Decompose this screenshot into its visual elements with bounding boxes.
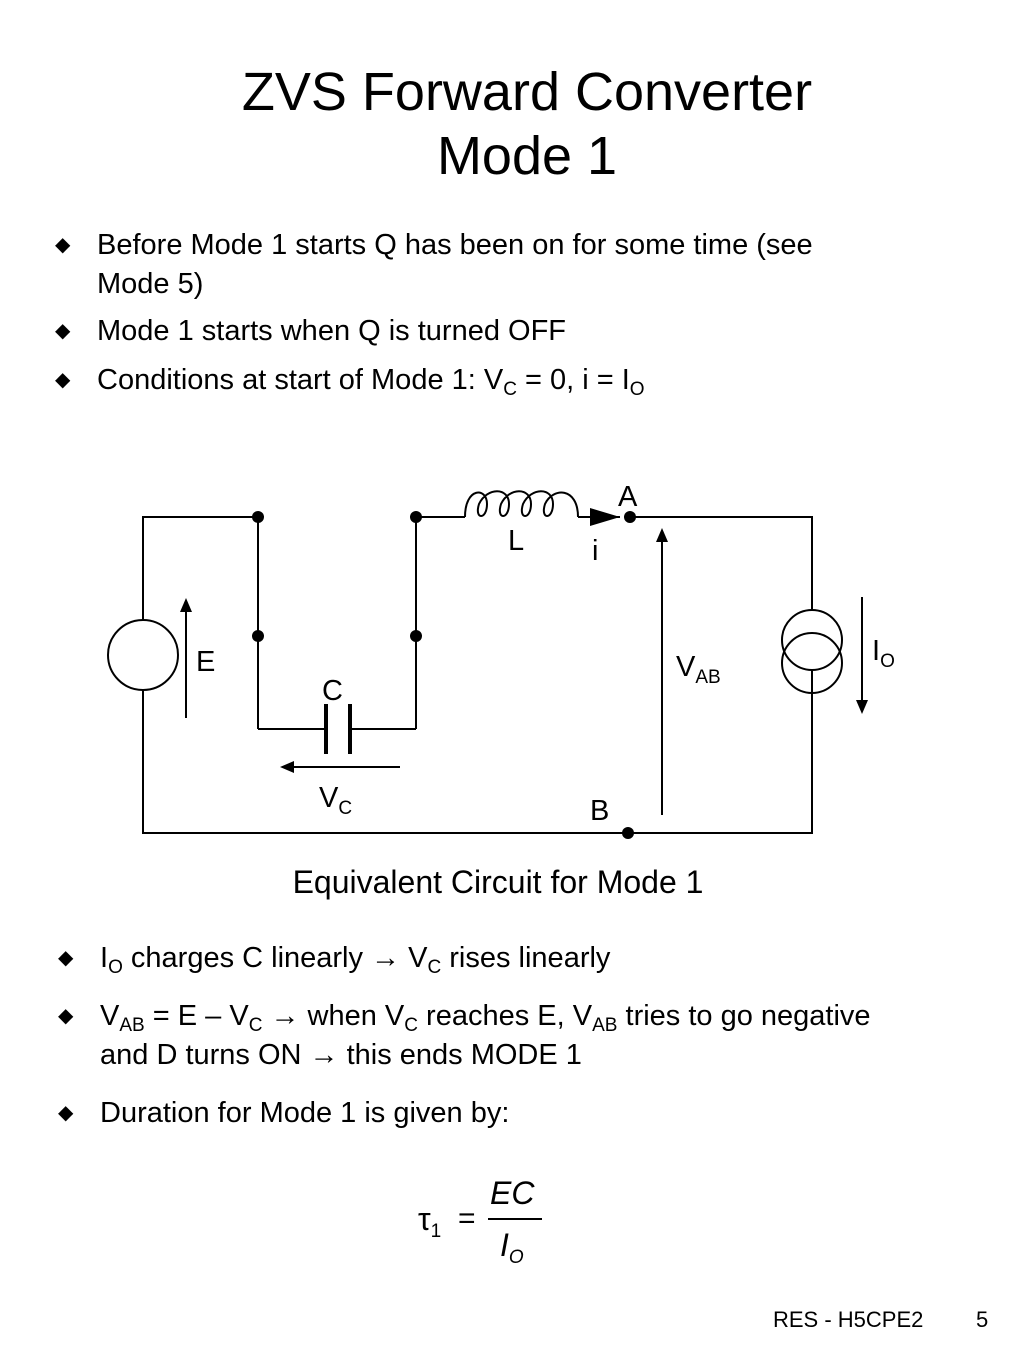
bullet-text: Conditions at start of Mode 1: VC = 0, i… [97,364,645,400]
footer-page-number: 5 [976,1307,989,1332]
bullet-text: Mode 1 starts when Q is turned OFF [97,315,567,347]
bullet-text-cont: Mode 5) [97,268,204,300]
label-B: B [590,795,609,827]
diamond-bullet-icon: ◆ [58,1102,74,1124]
title-line-2: Mode 1 [436,126,618,186]
arrow-VAB-icon [656,528,668,815]
current-source-lower-circle [781,632,843,694]
duration-formula: τ1 = EC IO [418,1175,542,1268]
voltage-source-icon [107,619,179,691]
bullet-item: ◆ Duration for Mode 1 is given by: [58,1094,510,1133]
node-dot [252,511,264,523]
arrow-VC-icon [280,761,400,773]
diamond-bullet-icon: ◆ [58,947,74,969]
label-IO: IO [872,635,895,672]
footer-course-code: RES - H5CPE2 [773,1307,924,1332]
circuit-caption: Equivalent Circuit for Mode 1 [292,864,704,900]
diamond-bullet-icon: ◆ [55,369,71,391]
node-dot [410,511,422,523]
formula-equals: = [458,1202,476,1235]
node-dot [410,630,422,642]
bullet-item: ◆ VAB = E – VC → when VC reaches E, VAB … [58,997,871,1075]
label-i: i [592,535,598,567]
bullet-text-cont: and D turns ON → this ends MODE 1 [100,1039,582,1071]
bullet-text: VAB = E – VC → when VC reaches E, VAB tr… [100,1000,871,1036]
inductor-icon [464,490,579,518]
diamond-bullet-icon: ◆ [58,1005,74,1027]
bullet-item: ◆ IO charges C linearly → VC rises linea… [58,939,611,978]
bullet-text: Before Mode 1 starts Q has been on for s… [97,229,813,261]
bullet-item: ◆ Conditions at start of Mode 1: VC = 0,… [55,361,645,400]
outer-wire [142,516,813,834]
label-C: C [322,675,343,707]
node-dot-B [622,827,634,839]
junction-dots [252,511,636,839]
diamond-bullet-icon: ◆ [55,320,71,342]
arrow-E-icon [180,598,192,718]
formula-numerator: EC [490,1175,535,1211]
node-dot [252,630,264,642]
formula-denominator: IO [500,1227,524,1268]
node-dot-A [624,511,636,523]
label-A: A [618,481,638,513]
bullet-item: ◆ Before Mode 1 starts Q has been on for… [55,226,813,304]
current-arrow-icon [590,508,620,526]
title-line-1: ZVS Forward Converter [241,62,813,122]
bullet-text: IO charges C linearly → VC rises linearl… [100,942,611,978]
label-E: E [196,646,215,678]
arrow-IO-icon [856,597,868,714]
current-source-upper-circle [781,609,843,671]
bullet-item: ◆ Mode 1 starts when Q is turned OFF [55,312,567,351]
slide-title: ZVS Forward Converter Mode 1 [0,60,1024,188]
label-L: L [508,525,524,557]
label-VAB: VAB [676,651,721,688]
diamond-bullet-icon: ◆ [55,234,71,256]
label-VC: VC [319,782,352,819]
formula-tau: τ1 [418,1201,441,1242]
bullet-text: Duration for Mode 1 is given by: [100,1097,510,1129]
